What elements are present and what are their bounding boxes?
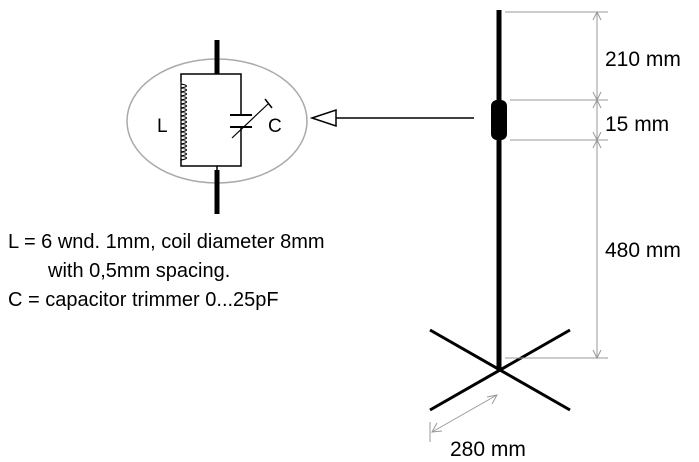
notes-capacitor-spec: C = capacitor trimmer 0...25pF	[8, 289, 279, 311]
ground-radials	[429, 328, 571, 412]
dimension-lines	[505, 10, 608, 360]
notes-inductor-spacing: with 0,5mm spacing.	[48, 260, 231, 282]
capacitor-label: C	[268, 116, 282, 137]
dim-label-280: 280 mm	[450, 438, 526, 461]
radial-dimension	[429, 394, 498, 442]
trimmer-capacitor-symbol	[230, 98, 273, 139]
loading-coil	[491, 100, 507, 140]
dim-label-480: 480 mm	[605, 239, 681, 262]
component-notes: L = 6 wnd. 1mm, coil diameter 8mm with 0…	[8, 228, 488, 315]
inductor-label: L	[157, 116, 168, 137]
lc-circuit-detail: L C	[126, 40, 308, 214]
notes-inductor-spec: L = 6 wnd. 1mm, coil diameter 8mm	[8, 231, 325, 253]
dim-label-15: 15 mm	[605, 113, 669, 136]
antenna-element	[491, 10, 507, 370]
dim-label-210: 210 mm	[605, 48, 681, 71]
inductor-symbol	[180, 82, 188, 161]
detail-pointer-arrow	[309, 108, 474, 128]
